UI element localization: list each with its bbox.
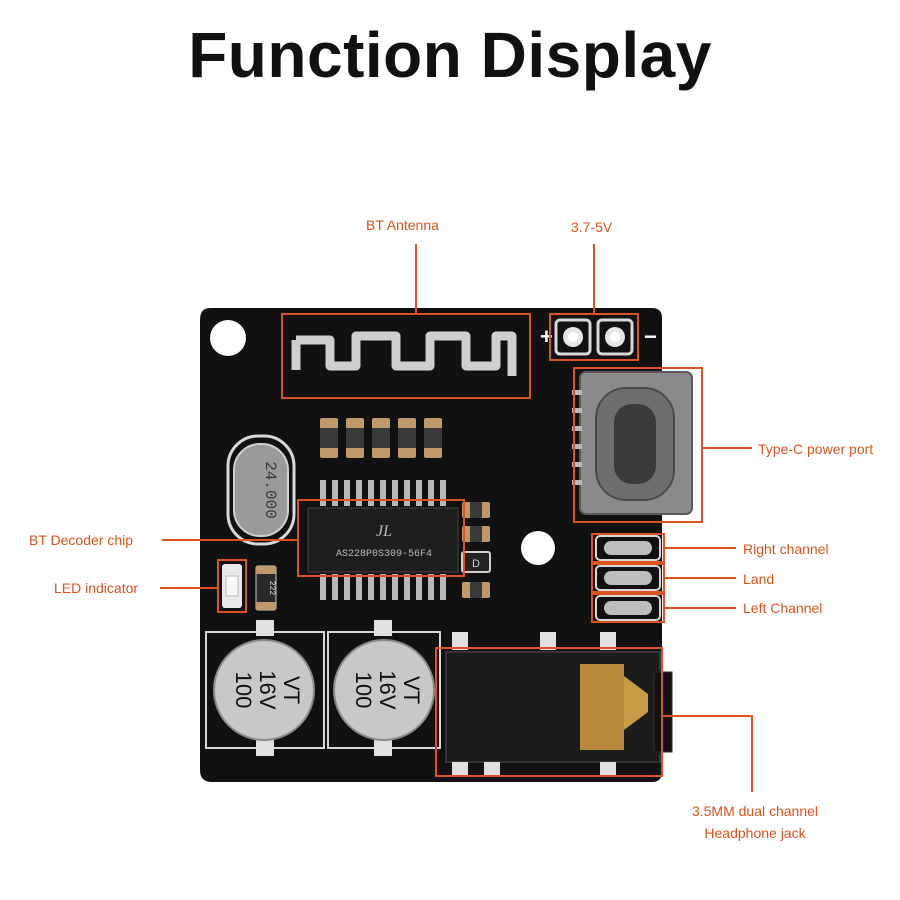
- smd-d-marking: D: [472, 558, 480, 570]
- cap1-voltage: 16V: [255, 670, 280, 709]
- power-pads: [554, 318, 634, 356]
- mounting-hole: [210, 320, 246, 356]
- typec-callout-box: [573, 367, 703, 523]
- crystal-marking: 24.000: [261, 461, 279, 519]
- type-c-port: [572, 371, 693, 515]
- mounting-hole-2: [521, 531, 555, 565]
- smd-components-top: [320, 418, 442, 458]
- cap2-voltage: 16V: [375, 670, 400, 709]
- antenna-callout-box: [281, 313, 531, 399]
- resistor-marking: 222: [267, 581, 276, 596]
- capacitor-2: 100 16V VT: [327, 620, 441, 756]
- cap1-value: 100: [231, 672, 256, 709]
- led-callout-box: [217, 559, 247, 613]
- bt-antenna-trace: [291, 331, 517, 376]
- smd-components-right: D: [461, 502, 491, 598]
- capacitor-1: 100 16V VT: [205, 620, 325, 756]
- type-c-label: Type-C power port: [758, 441, 874, 457]
- page-title: Function Display: [188, 19, 712, 91]
- chip-logo: JL: [376, 523, 392, 540]
- cap2-value: 100: [351, 672, 376, 709]
- leader-lines: [160, 244, 753, 792]
- decoder-chip: JL AS228P0S309-56F4: [307, 480, 459, 600]
- land-label: Land: [743, 571, 775, 587]
- jack-callout-box: [435, 647, 663, 777]
- bt-antenna-label: BT Antenna: [366, 217, 439, 233]
- bt-decoder-label: BT Decoder chip: [29, 532, 134, 548]
- cap2-series: VT: [399, 676, 424, 704]
- chip-callout-box: [297, 499, 465, 577]
- right-channel-label: Right channel: [743, 541, 829, 557]
- chip-marking: AS228P0S309-56F4: [336, 549, 432, 560]
- left-channel-label: Left Channel: [743, 600, 823, 616]
- jack-label-line2: Headphone jack: [704, 825, 806, 841]
- led-indicator-label: LED indicator: [54, 580, 139, 596]
- jack-label-line1: 3.5MM dual channel: [691, 803, 819, 819]
- led-resistor: 222: [222, 564, 277, 611]
- cap1-series: VT: [279, 676, 304, 704]
- headphone-jack: [445, 632, 673, 776]
- minus-sign: −: [644, 324, 657, 349]
- crystal-oscillator: 24.000: [226, 434, 296, 546]
- power-voltage-label: 3.7-5V: [571, 219, 613, 235]
- channel-pads: [595, 535, 661, 621]
- callout-boxes: [217, 313, 703, 777]
